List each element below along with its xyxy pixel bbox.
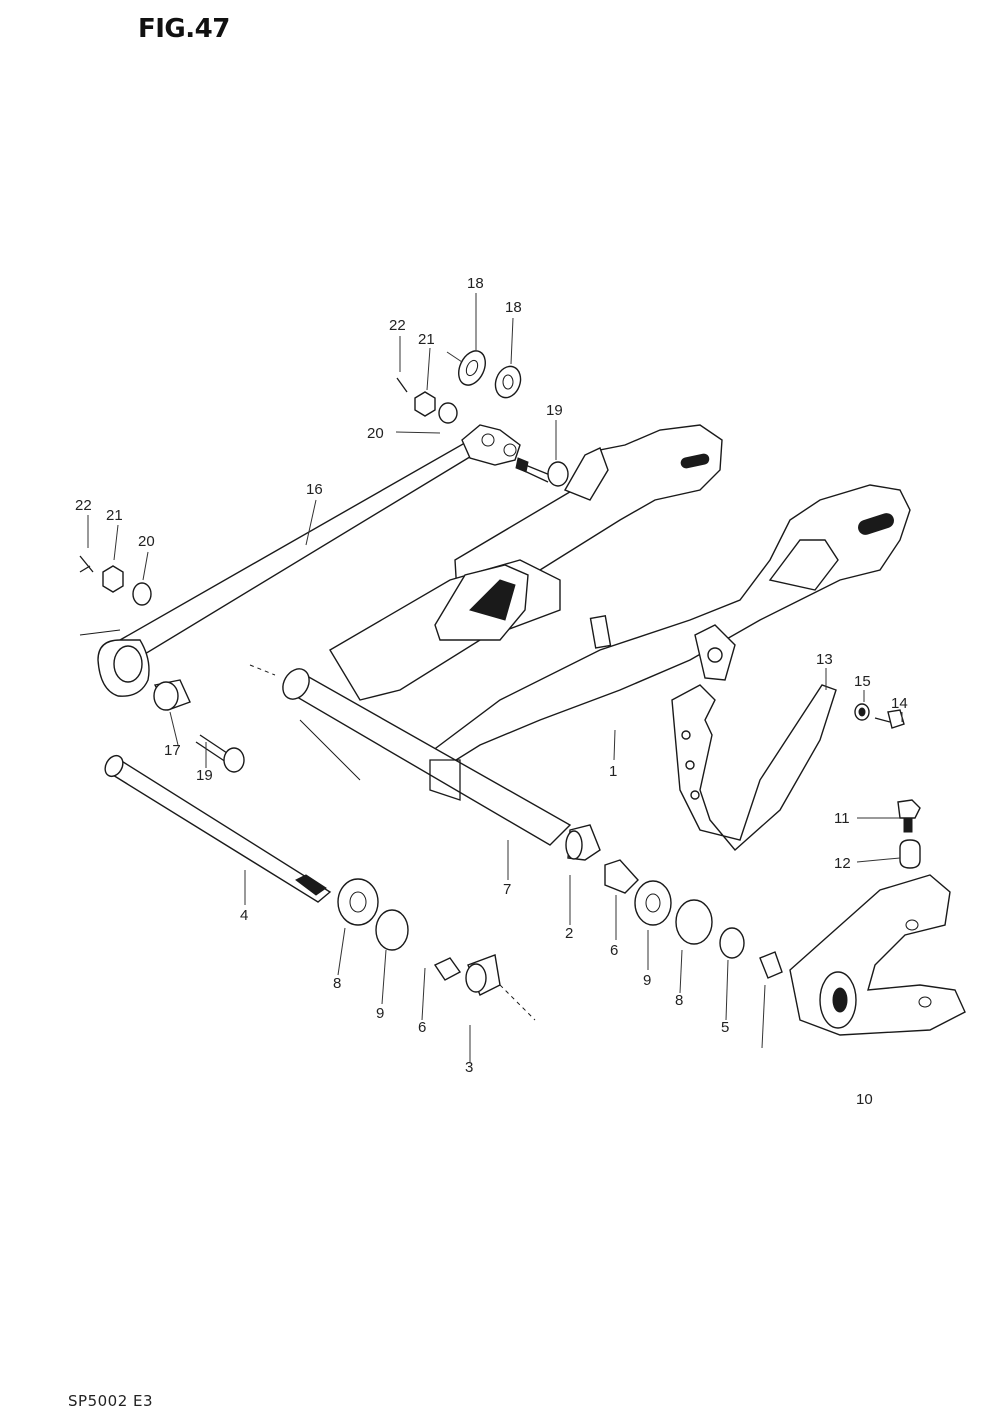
callout-19a: 19 (546, 402, 563, 419)
callout-6b: 6 (418, 1019, 426, 1036)
callout-14: 14 (891, 695, 908, 712)
callout-3: 3 (465, 1059, 473, 1076)
guard-fasteners (854, 703, 921, 869)
callout-10: 10 (856, 1091, 873, 1108)
callout-9b: 9 (376, 1005, 384, 1022)
chain-guard (671, 684, 837, 852)
callout-22b: 22 (75, 497, 92, 514)
bolt-19-upper (515, 457, 569, 487)
pivot-hardware (337, 824, 783, 1021)
callout-labels: 18 18 22 21 19 20 16 22 21 20 13 15 14 1… (75, 275, 908, 1108)
figure-code: SP5002 E3 (68, 1392, 154, 1410)
swingarm (249, 424, 911, 846)
left-hardware-group (79, 555, 152, 606)
callout-7: 7 (503, 881, 511, 898)
callout-8a: 8 (675, 992, 683, 1009)
callout-11: 11 (834, 810, 850, 827)
upper-hardware-group (396, 350, 522, 424)
rear-bracket (789, 874, 966, 1036)
torque-rod (79, 424, 521, 697)
callout-21a: 21 (418, 331, 435, 348)
callout-18b: 18 (505, 299, 522, 316)
callout-20b: 20 (138, 533, 155, 550)
callout-9a: 9 (643, 972, 651, 989)
callout-21b: 21 (106, 507, 123, 524)
pivot-shaft (104, 754, 332, 903)
callout-22a: 22 (389, 317, 406, 334)
callout-6a: 6 (610, 942, 618, 959)
callout-16: 16 (306, 481, 323, 498)
callout-5: 5 (721, 1019, 729, 1036)
callout-4: 4 (240, 907, 248, 924)
callout-8b: 8 (333, 975, 341, 992)
callout-2: 2 (565, 925, 573, 942)
callout-18a: 18 (467, 275, 484, 292)
callout-13: 13 (816, 651, 833, 668)
leader-lines (87, 293, 903, 1062)
callout-15: 15 (854, 673, 871, 690)
callout-17: 17 (164, 742, 181, 759)
callout-20a: 20 (367, 425, 384, 442)
collar-17-and-bolt-19 (153, 679, 245, 773)
callout-12: 12 (834, 855, 851, 872)
callout-19b: 19 (196, 767, 213, 784)
callout-1: 1 (609, 763, 617, 780)
figure-title: FIG.47 (138, 14, 230, 44)
